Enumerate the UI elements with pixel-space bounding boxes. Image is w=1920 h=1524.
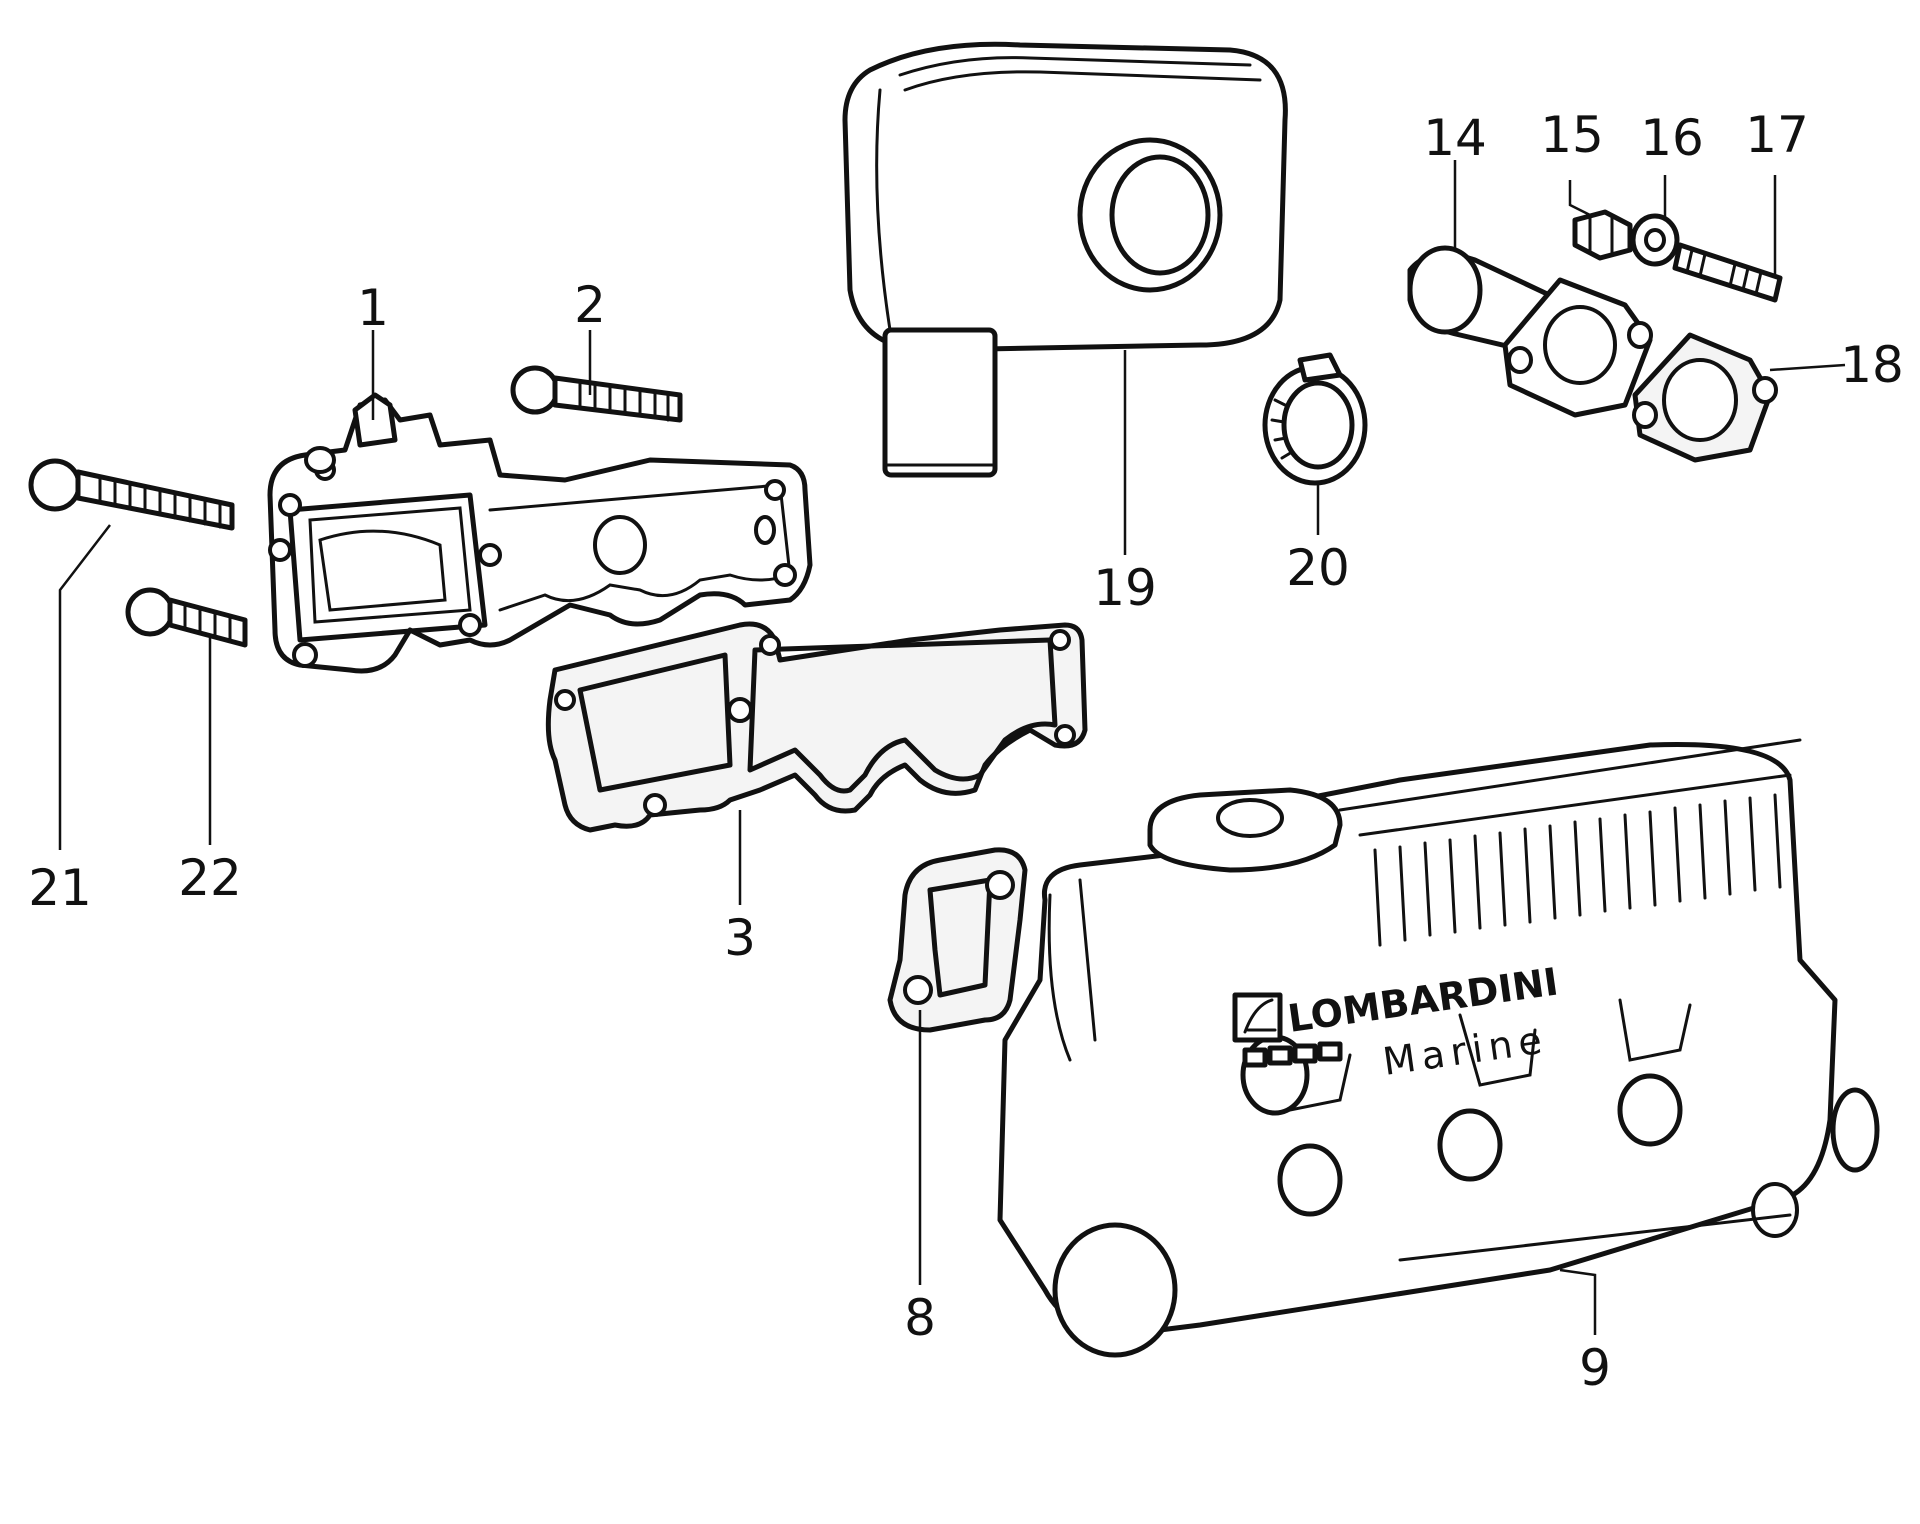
small-gasket-part-8: [887, 847, 1028, 1033]
callout-14: 14: [1423, 109, 1487, 167]
bolt-part-2: [510, 365, 683, 423]
outlet-elbow-part-14: [1407, 245, 1653, 418]
hose-clamp-part-20: [1262, 352, 1368, 486]
intake-manifold-part-1: [267, 392, 813, 674]
manifold-gasket-part-3: [545, 621, 1088, 833]
callout-1: 1: [357, 279, 389, 337]
callout-16: 16: [1640, 109, 1704, 167]
nut-part-15: [1572, 209, 1633, 261]
callout-22: 22: [178, 849, 242, 907]
callout-18: 18: [1840, 336, 1904, 394]
callout-15: 15: [1540, 106, 1604, 164]
air-filter-part-19: [842, 41, 1288, 478]
callout-8: 8: [904, 1289, 936, 1347]
callout-19: 19: [1093, 559, 1157, 617]
bolt-part-21: [28, 458, 235, 531]
callout-3: 3: [724, 909, 756, 967]
callout-labels: 1 2 3 8 9 14 15 16 17 18 19 20 21 22: [28, 106, 1904, 1397]
elbow-gasket-part-18: [1632, 332, 1778, 463]
callout-21: 21: [28, 859, 92, 917]
bolt-part-22: [125, 587, 248, 648]
callout-2: 2: [574, 276, 606, 334]
callout-17: 17: [1745, 106, 1809, 164]
washer-part-16: [1630, 213, 1680, 267]
exhaust-manifold-part-9: [997, 738, 1880, 1358]
leader-lines: [58, 160, 1846, 1335]
callout-20: 20: [1286, 539, 1350, 597]
callout-9: 9: [1579, 1339, 1611, 1397]
stud-part-17: [1672, 242, 1783, 303]
